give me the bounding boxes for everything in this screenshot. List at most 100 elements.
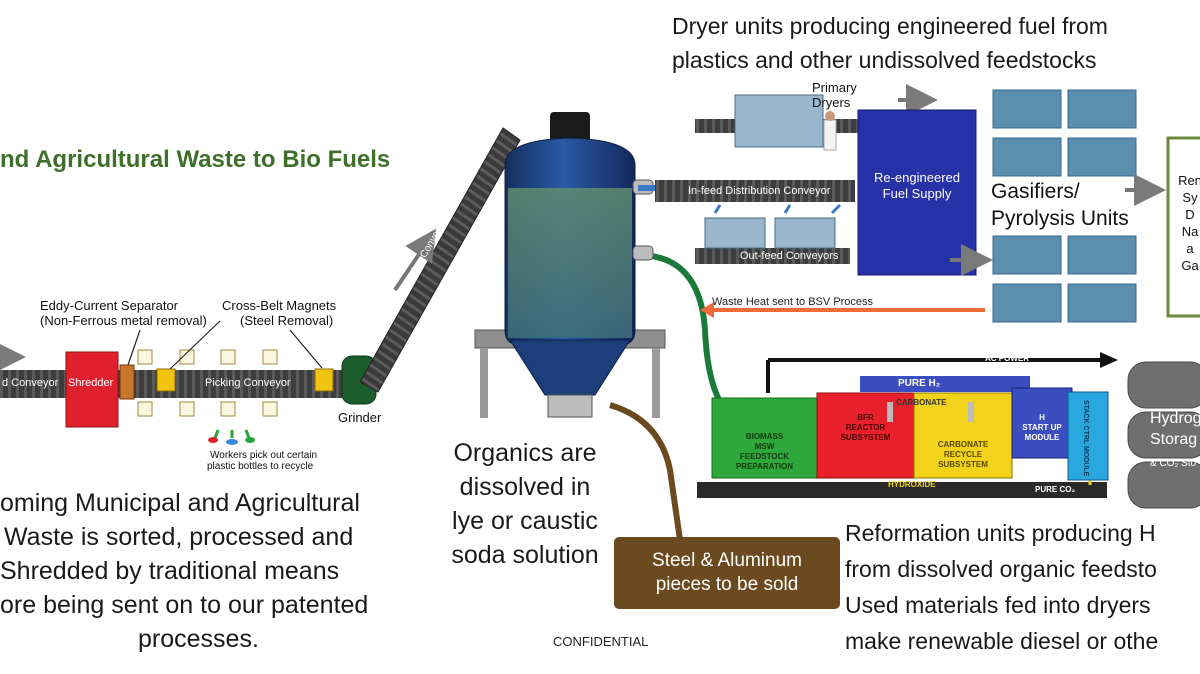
organics-text: Organics are dissolved in lye or caustic… bbox=[430, 436, 620, 572]
biomass-text: BIOMASS MSW FEEDSTOCK PREPARATION bbox=[712, 432, 817, 472]
bfr-line-1: BFR bbox=[857, 413, 874, 422]
gasifier-label-2: Pyrolysis Units bbox=[991, 207, 1129, 230]
left-desc-1: oming Municipal and Agricultural bbox=[0, 489, 360, 517]
carbonate-line-3: SUBSYSTEM bbox=[938, 460, 988, 469]
ren-line-4: Na bbox=[1181, 224, 1199, 239]
reform-modules bbox=[711, 387, 1109, 481]
picking-conveyor-belt bbox=[0, 370, 355, 398]
ren-line-1: Ren bbox=[1178, 173, 1200, 188]
workers-label-2: plastic bottles to recycle bbox=[207, 461, 314, 472]
fuel-line-2: Fuel Supply bbox=[882, 186, 952, 201]
biomass-line-1: BIOMASS bbox=[745, 432, 784, 441]
infeed-label: In-feed Distribution Conveyor bbox=[688, 185, 831, 197]
bfr-line-2: REACTOR bbox=[845, 423, 886, 432]
steel-line-2: pieces to be sold bbox=[655, 574, 799, 595]
carbonate-module bbox=[913, 392, 1013, 479]
carbonate-flow-label: CARBONATE bbox=[896, 398, 947, 407]
diagram-title: nd Agricultural Waste to Bio Fuels bbox=[0, 146, 391, 173]
primary-dryers-2: Dryers bbox=[812, 95, 851, 110]
dissolving-tank bbox=[474, 112, 666, 418]
eddy-label-1: Eddy-Current Separator bbox=[40, 298, 179, 313]
fuel-line-1: Re-engineered bbox=[873, 170, 960, 185]
storage-line-3: & CO₂ Sto bbox=[1150, 458, 1197, 469]
shredder-label: Shredder bbox=[68, 377, 114, 389]
magnet-1 bbox=[156, 368, 176, 392]
eddy-label-2: (Non-Ferrous metal removal) bbox=[40, 313, 207, 328]
ac-power-label: AC POWER bbox=[985, 354, 1029, 363]
biomass-module bbox=[711, 397, 818, 479]
grinder-label: Grinder bbox=[338, 410, 382, 425]
worker-figure bbox=[823, 119, 837, 151]
primary-dryer bbox=[734, 94, 824, 148]
ren-line-2: Sy bbox=[1182, 190, 1198, 205]
biomass-line-3: FEEDSTOCK bbox=[739, 452, 790, 461]
gasifier-units bbox=[992, 89, 1137, 323]
workers-label-1: Workers pick out certain bbox=[210, 450, 318, 461]
reform-platform bbox=[697, 482, 1107, 498]
waste-heat-label: Waste Heat sent to BSV Process bbox=[712, 296, 873, 308]
h2-text: H START UP MODULE bbox=[1012, 413, 1072, 443]
fuel-supply-box bbox=[857, 109, 977, 276]
outfeed-label: Out-feed Conveyors bbox=[740, 250, 839, 262]
pure-co2-label: PURE CO₂ bbox=[1035, 485, 1076, 494]
biomass-line-2: MSW bbox=[754, 442, 775, 451]
dryer-heading-1: Dryer units producing engineered fuel fr… bbox=[672, 13, 1108, 39]
renewables-text: Ren Sy D Na a Ga bbox=[1172, 172, 1200, 274]
conveyor-label: d Conveyor bbox=[2, 377, 59, 389]
h2-line-1: H bbox=[1039, 413, 1045, 422]
infeed-conveyor bbox=[655, 180, 855, 202]
reform-desc-4: make renewable diesel or othe bbox=[845, 628, 1159, 654]
renewables-box bbox=[1166, 136, 1200, 318]
outfeed-conveyor bbox=[695, 248, 850, 264]
left-desc-5: processes. bbox=[138, 625, 259, 653]
bfr-text: BFR REACTOR SUBSYSTEM bbox=[817, 413, 914, 443]
ren-line-5: a bbox=[1186, 241, 1194, 256]
organics-line-4: soda solution bbox=[451, 541, 599, 569]
biomass-line-4: PREPARATION bbox=[735, 462, 794, 471]
reform-desc-1: Reformation units producing H bbox=[845, 520, 1156, 546]
magnet-2 bbox=[314, 368, 334, 392]
recycle-bottles-icon bbox=[208, 429, 255, 445]
pure-h2-bar bbox=[860, 376, 1030, 392]
carbonate-text: CARBONATE RECYCLE SUBSYSTEM bbox=[914, 440, 1012, 470]
steel-aluminum-box bbox=[614, 537, 840, 609]
left-desc-3: Shredded by traditional means bbox=[0, 557, 340, 585]
hydroxide-label: HYDROXIDE bbox=[888, 480, 936, 489]
magnets-label-1: Cross-Belt Magnets bbox=[222, 298, 337, 313]
organics-line-3: lye or caustic bbox=[452, 507, 598, 535]
h2-line-2: START UP bbox=[1022, 423, 1062, 432]
left-desc-4: ore being sent on to our patented bbox=[0, 591, 369, 619]
gasifier-label-1: Gasifiers/ bbox=[991, 180, 1080, 203]
steel-line-1: Steel & Aluminum bbox=[652, 550, 802, 571]
organics-line-2: dissolved in bbox=[459, 473, 591, 501]
reform-desc-2: from dissolved organic feedsto bbox=[845, 556, 1157, 582]
left-desc-2: Waste is sorted, processed and bbox=[4, 523, 354, 551]
extension-conveyor bbox=[359, 127, 521, 393]
carbonate-line-1: CARBONATE bbox=[937, 440, 989, 449]
stack-text: STACK CTRL MODULE bbox=[1082, 400, 1089, 477]
magnets-label-2: (Steel Removal) bbox=[240, 313, 334, 328]
pure-h2-label: PURE H₂ bbox=[898, 378, 941, 389]
confidential-label: CONFIDENTIAL bbox=[553, 634, 649, 649]
fuel-supply-text: Re-engineered Fuel Supply bbox=[858, 170, 976, 202]
picking-conveyor-label: Picking Conveyor bbox=[205, 377, 291, 389]
stack-module bbox=[1067, 391, 1109, 481]
carbonate-line-2: RECYCLE bbox=[943, 450, 983, 459]
h2-line-3: MODULE bbox=[1024, 433, 1060, 442]
hydrogen-storage bbox=[1127, 361, 1200, 509]
ren-line-3: D bbox=[1185, 207, 1195, 222]
organics-line-1: Organics are bbox=[453, 439, 597, 467]
storage-line-2: Storag bbox=[1150, 431, 1198, 448]
metal-chute bbox=[609, 402, 683, 541]
primary-dryers-1: Primary bbox=[812, 80, 857, 95]
sorted-items bbox=[137, 349, 278, 417]
shredder bbox=[65, 351, 119, 428]
bfr-line-3: SUBSYSTEM bbox=[840, 433, 891, 442]
ren-line-6: Ga bbox=[1181, 258, 1199, 273]
eddy-current-separator bbox=[119, 364, 135, 400]
dryer-heading-2: plastics and other undissolved feedstock… bbox=[672, 47, 1097, 73]
storage-line-1: Hydrog bbox=[1150, 410, 1200, 427]
steel-text: Steel & Aluminum pieces to be sold bbox=[614, 549, 840, 597]
arrow-up-icon bbox=[393, 228, 437, 292]
